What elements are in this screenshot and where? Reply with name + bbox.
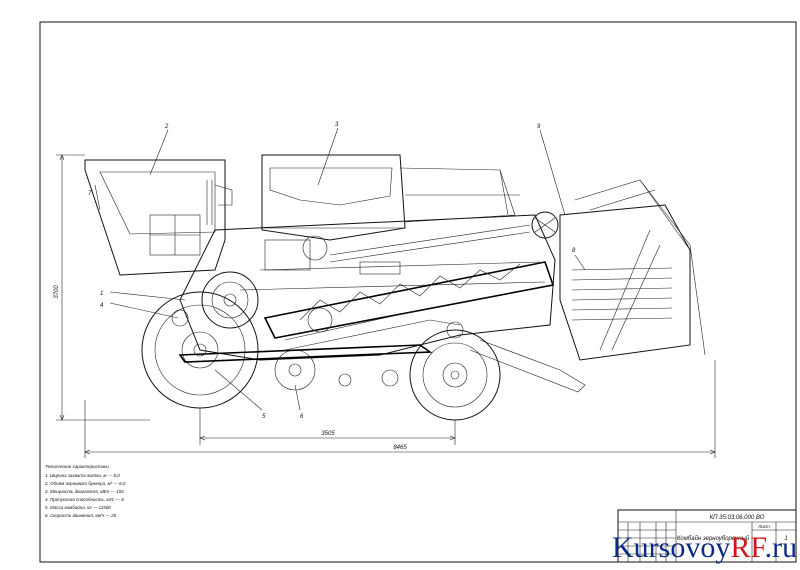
drawing-frame [39,21,797,563]
callout-2: 2 [164,124,169,130]
dim-wheelbase: 3505 [321,431,335,437]
callout-8: 8 [572,248,576,254]
note-item-4: 4. Пропускная способность, кг/с — 8 [45,497,124,502]
callout-5: 5 [262,414,266,420]
title-block: КП 35.03.06.000 ВО Комбайн зерноуборочны… [617,509,797,563]
note-item-5: 5. Масса комбайна, кг — 11500 [45,504,111,510]
doc-code: КП 35.03.06.000 ВО [710,515,765,521]
note-item-2: 2. Объём зернового бункера, м³ — 6,0 [44,481,126,486]
combine-harvester-drawing: 2 3 9 1 4 5 6 7 8 [84,122,706,421]
note-item-1: 1. Ширина захвата жатки, м — 6,0 [45,473,120,478]
callout-1: 1 [100,291,103,297]
header-reel [469,179,706,393]
watermark-logo: KursovoyRF.ru [612,531,797,564]
sheet-label: Лист [757,524,770,529]
callout-7: 7 [88,191,92,197]
callout-9: 9 [537,124,541,130]
sheet-number: 1 [784,536,787,542]
dim-height: 3700 [54,285,60,299]
cabin [84,159,233,276]
dim-overall-length: 8465 [393,445,407,451]
drawing-name: Комбайн зерноуборочный [677,535,750,542]
callout-4: 4 [100,303,104,309]
threshing-drum [171,235,464,391]
main-frame [179,214,556,361]
callout-3: 3 [335,122,339,128]
lower-conveyor [178,344,433,363]
technical-notes: Технические характеристики 1. Ширина зах… [44,464,126,518]
dimension-lines: 3700 3505 8465 [54,154,716,458]
callout-6: 6 [300,414,304,420]
notes-title: Технические характеристики [45,464,109,469]
svg-text:KursovoyRF.ru: KursovoyRF.ru [612,531,797,564]
note-item-3: 3. Мощность двигателя, кВт — 155 [45,489,124,494]
rear-wheel [409,329,501,421]
grain-tank [261,154,520,241]
note-item-6: 6. Скорость движения, км/ч — 20 [45,513,117,518]
